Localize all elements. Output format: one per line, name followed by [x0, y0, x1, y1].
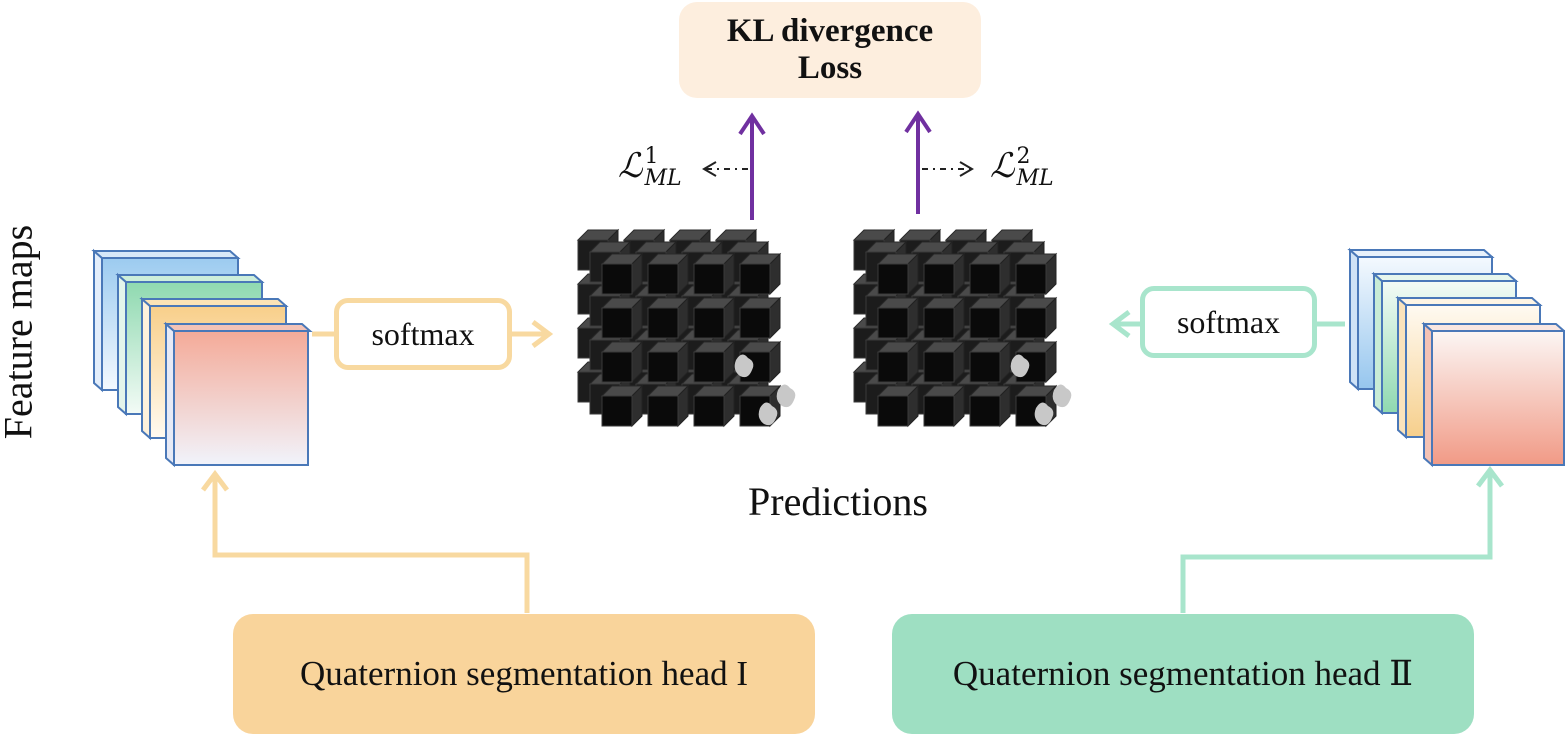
- voxel-cube: [647, 307, 679, 339]
- prediction-volume-1: [576, 228, 796, 428]
- kl-divergence-loss-box: KL divergence Loss: [679, 2, 981, 98]
- kl-box-line-1: KL divergence: [726, 13, 934, 49]
- segmentation-highlight: [1052, 384, 1072, 408]
- segmentation-highlight: [758, 402, 778, 426]
- voxel-cube: [877, 351, 909, 383]
- voxel-cube: [601, 263, 633, 295]
- voxel-cube: [923, 395, 955, 427]
- voxel-cube: [969, 395, 1001, 427]
- voxel-cube: [877, 307, 909, 339]
- feature-maps-label: Feature maps: [0, 224, 41, 440]
- voxel-cube: [739, 263, 771, 295]
- segmentation-head-2: Quaternion segmentation head Ⅱ: [892, 614, 1474, 734]
- voxel-cube: [969, 307, 1001, 339]
- feature-map-red: [1421, 321, 1565, 468]
- loss-superscript: 2: [1016, 144, 1031, 169]
- voxel-cube: [877, 395, 909, 427]
- feature-map-stack-right: [1347, 247, 1565, 468]
- voxel-cube: [693, 351, 725, 383]
- segmentation-highlight: [1034, 402, 1054, 426]
- voxel-cube: [647, 263, 679, 295]
- voxel-cube: [923, 351, 955, 383]
- voxel-cube: [969, 351, 1001, 383]
- voxel-cube: [601, 351, 633, 383]
- prediction-volume-2: [852, 228, 1072, 428]
- softmax-left-box: softmax: [334, 298, 512, 370]
- loss-subscript: ML: [644, 166, 682, 191]
- right-connector: [1108, 310, 1504, 613]
- loss-symbol: ℒ: [990, 146, 1015, 186]
- voxel-cube: [601, 395, 633, 427]
- voxel-cube: [647, 351, 679, 383]
- voxel-cube: [1015, 263, 1047, 295]
- voxel-cube: [923, 307, 955, 339]
- segmentation-highlight: [776, 384, 796, 408]
- loss-superscript: 1: [644, 144, 659, 169]
- voxel-cube: [693, 395, 725, 427]
- kl-arrows: [738, 110, 932, 220]
- voxel-cube: [739, 307, 771, 339]
- segmentation-highlight: [734, 354, 754, 378]
- voxel-cube: [693, 307, 725, 339]
- voxel-cube: [1015, 307, 1047, 339]
- feature-map-stack-left: [91, 248, 313, 468]
- loss-symbol: ℒ: [618, 146, 643, 186]
- kl-box-line-2: Loss: [797, 50, 863, 86]
- voxel-cube: [601, 307, 633, 339]
- feature-map-red: [163, 321, 313, 468]
- loss-pointers: [702, 161, 974, 177]
- segmentation-head-1: Quaternion segmentation head I: [233, 614, 815, 734]
- loss-subscript: ML: [1016, 166, 1054, 191]
- left-connector: [201, 320, 554, 613]
- voxel-cube: [693, 263, 725, 295]
- voxel-cube: [923, 263, 955, 295]
- predictions-label: Predictions: [748, 479, 928, 524]
- voxel-cube: [877, 263, 909, 295]
- softmax-right-box: softmax: [1140, 286, 1317, 358]
- segmentation-highlight: [1010, 354, 1030, 378]
- voxel-cube: [647, 395, 679, 427]
- voxel-cube: [969, 263, 1001, 295]
